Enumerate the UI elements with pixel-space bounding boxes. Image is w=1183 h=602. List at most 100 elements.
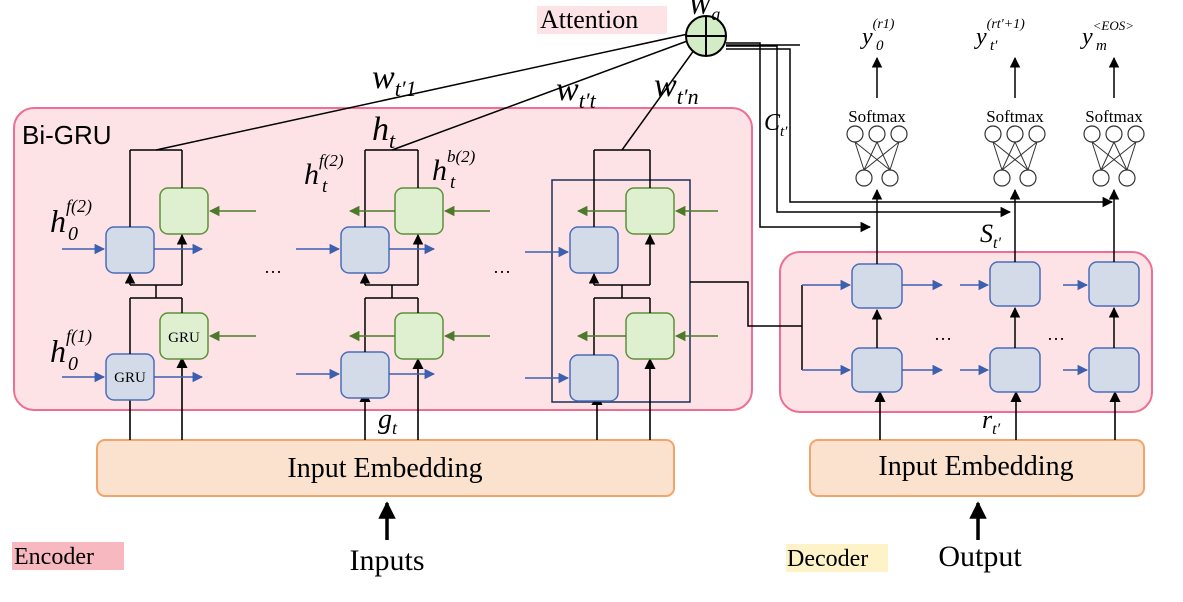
ellipsis-encoder-1: … [264,257,282,277]
softmax-connection [992,141,1029,171]
encoder-column-2 [296,149,490,399]
decoder-cell-l2-3 [1088,261,1140,307]
decoder-cell-l2-1 [851,263,903,309]
softmax-connection [1001,141,1016,171]
decoder-input-embedding [809,439,1145,497]
decoder-vertical-arrows [871,188,1120,348]
output-label: Output [938,540,1022,573]
decoder-tag: Decoder [787,546,868,572]
softmax-connection [863,141,878,171]
gru-cell-backward-l1-col3 [625,312,675,360]
hb2-t-label: hb(2)t [432,147,476,193]
gru-cell-forward-l2-col2 [340,226,390,274]
softmax-node [1028,125,1046,143]
w-tn-label: wt′n [654,67,699,109]
softmax-node [1127,125,1145,143]
decoder-cell-l1-3 [1088,347,1140,393]
softmax-connection [863,141,900,171]
decoder-cell-l1-2 [989,347,1041,393]
softmax-node [1092,169,1110,187]
softmax-node [855,169,873,187]
softmax-node [881,169,899,187]
softmax-connection [854,141,891,171]
attention-sum-node [685,15,727,57]
wa-label: Wa [688,0,720,24]
output-arrows [871,56,1120,98]
h0f1-label: hf(1)0 [50,326,92,375]
softmax-connection [992,141,1003,171]
softmax-connection [854,141,865,171]
softmax-connection [889,141,900,171]
gru-cell-forward-l1-col3 [569,354,619,402]
ellipsis-decoder-1: … [934,324,952,344]
gru-label-backward: GRU [168,330,200,346]
third-column-frame [551,179,691,403]
softmax-label-3: Softmax [1085,107,1143,126]
encoder-embedding-label: Input Embedding [287,453,482,484]
softmax-connection [1027,141,1038,171]
decoder-embedding-label: Input Embedding [878,451,1073,482]
attention-tag-bg [537,6,667,34]
gru-cell-backward-l2-col3 [625,187,675,235]
ct-label: Ct′ [764,110,788,140]
gru-label-forward: GRU [114,370,146,386]
softmax-networks [846,125,1145,187]
softmax-node [1083,125,1101,143]
softmax-connection [1126,141,1137,171]
softmax-connection [1100,141,1115,171]
softmax-connection [1001,141,1038,171]
decoder-tag-bg [786,544,888,572]
inputs-label: Inputs [350,544,425,577]
gru-cell-forward-l2-col1 [105,226,155,274]
softmax-connection [1014,141,1029,171]
ellipsis-encoder-2: … [493,257,511,277]
decoder-cell-l2-2 [989,261,1041,307]
ym-label: y<EOS>m [1080,18,1134,54]
bigru-label: Bi-GRU [22,120,112,150]
gru-cell-forward-l1-col2 [340,351,390,399]
encoder-input-embedding [96,439,675,497]
encoder-column-3 [525,149,718,402]
softmax-node [1105,125,1123,143]
io-arrows [378,501,987,540]
softmax-node [1019,169,1037,187]
softmax-node [1118,169,1136,187]
softmax-label-1: Softmax [848,107,906,126]
w-tt-label: wt′t [556,71,597,113]
w-t1-label: wt′1 [372,59,417,101]
softmax-node [868,125,886,143]
softmax-connection [876,141,891,171]
encoder-to-decoder-link [690,281,803,370]
softmax-node [890,125,908,143]
decoder-recurrent-arrows [802,279,1089,376]
hf2-t-label: hf(2)t [304,151,344,197]
softmax-label-2: Softmax [986,107,1044,126]
softmax-node [984,125,1002,143]
encoder-column-1 [62,149,256,401]
softmax-connection [1091,141,1128,171]
softmax-node [1006,125,1024,143]
ht-label: ht [372,111,396,153]
y0-label: y(r1)0 [860,17,895,54]
attention-label: Attention [540,5,638,34]
gru-cell-backward-l2-col1 [159,187,209,235]
attention-weight-lines [155,33,698,151]
rt-label: rt′ [982,405,1001,438]
gru-cell-forward-l2-col3 [569,226,619,274]
softmax-connection [1100,141,1137,171]
yt-label: y(rt′+1)t′ [974,17,1025,54]
decoder-cell-l1-1 [851,347,903,393]
softmax-connection [1091,141,1102,171]
st-label: St′ [980,219,1001,252]
gt-label: gt [378,404,398,438]
softmax-connection [1113,141,1128,171]
softmax-node [993,169,1011,187]
softmax-node [846,125,864,143]
gru-cell-backward-l1-col2 [394,312,444,360]
decoder-cells [851,261,1140,393]
encoder-tag-bg [12,542,124,570]
encoder-tag: Encoder [14,544,94,570]
gru-cell-backward-l1-col1 [159,312,209,360]
ellipsis-decoder-2: … [1047,324,1065,344]
